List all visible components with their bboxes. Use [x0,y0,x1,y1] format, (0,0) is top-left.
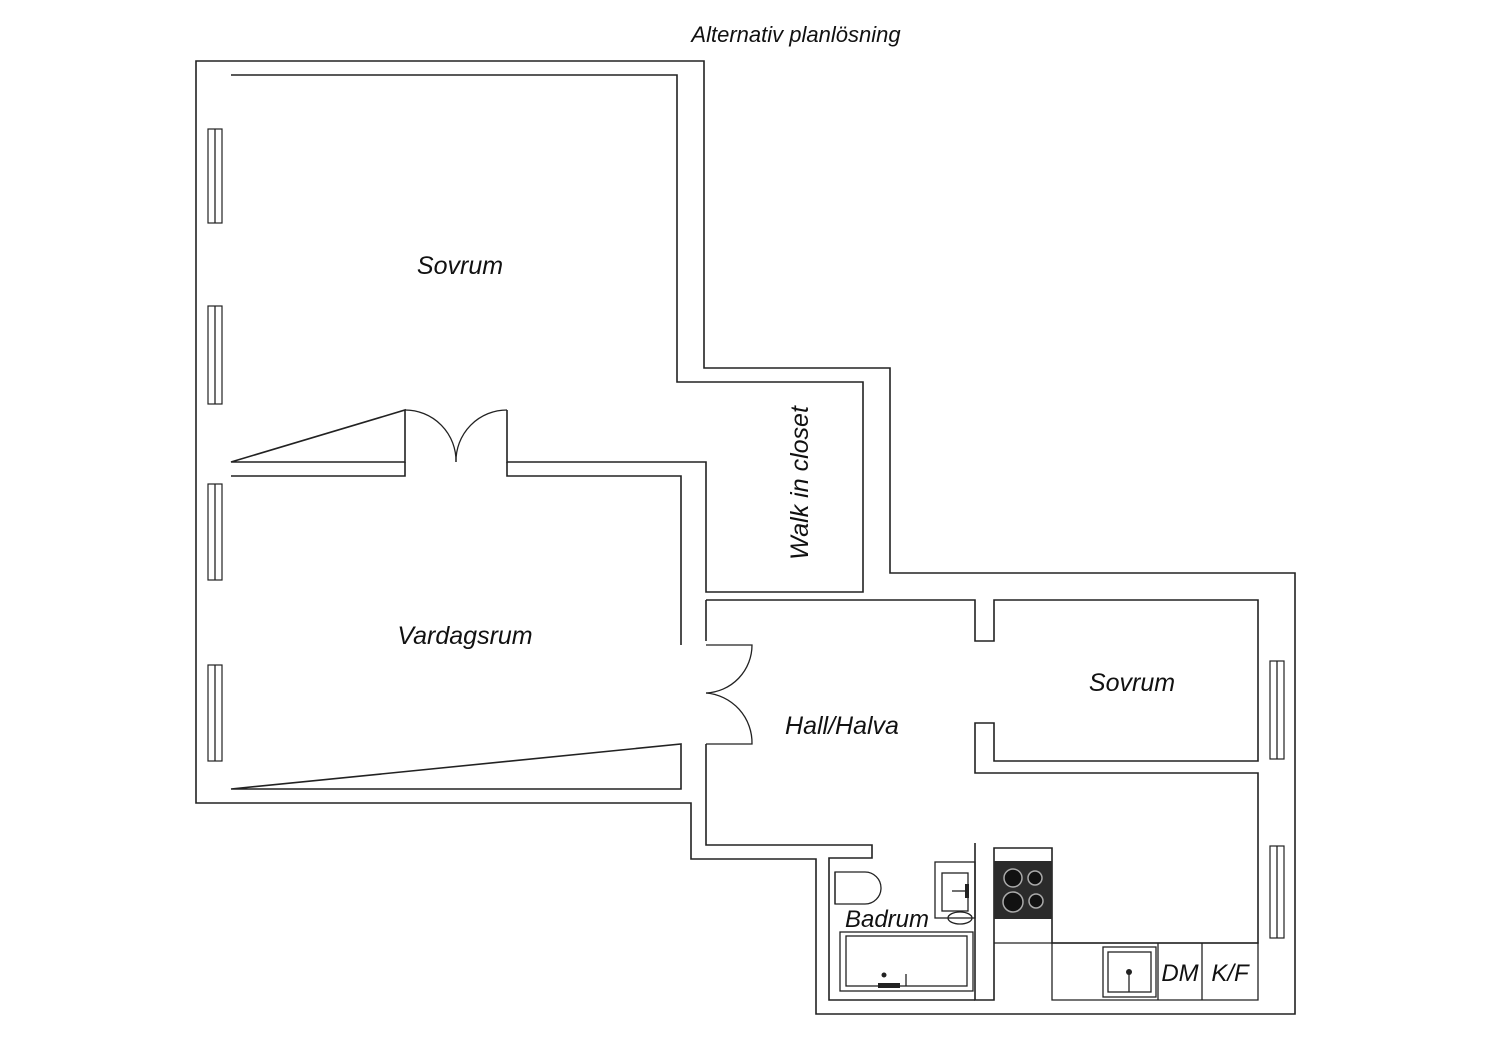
plan-title: Alternativ planlösning [689,22,901,47]
room-label-bathroom: Badrum [845,906,929,933]
door-living-hall [705,644,753,745]
outer-walls [195,60,1296,1015]
room-label-bedroom-large: Sovrum [417,252,503,280]
bathroom-fixtures [834,861,976,992]
stove-icon [994,861,1052,919]
windows-right [1269,660,1285,939]
windows-left [207,128,223,762]
window-icon [207,483,223,581]
label-fridge-freezer: K/F [1211,960,1250,987]
label-dishwasher: DM [1161,960,1198,987]
kitchen-fixtures [994,861,1259,1001]
room-label-bedroom-small: Sovrum [1089,669,1175,697]
room-label-living-room: Vardagsrum [397,622,532,650]
window-icon [207,664,223,762]
door-bedroom-living [404,409,508,463]
window-icon [1269,660,1285,760]
window-icon [207,128,223,224]
toilet-icon [834,871,882,905]
bathtub-icon [839,931,974,992]
room-label-hall: Hall/Halva [785,712,899,740]
door-swing-icon [705,644,753,694]
door-swing-icon [455,409,508,463]
door-swing-icon [404,409,457,463]
sink-icon [934,861,976,925]
window-icon [207,305,223,405]
door-swing-icon [705,692,753,745]
kitchen-sink-icon [1102,946,1157,998]
room-label-walk-in-closet: Walk in closet [786,405,814,560]
window-icon [1269,845,1285,939]
